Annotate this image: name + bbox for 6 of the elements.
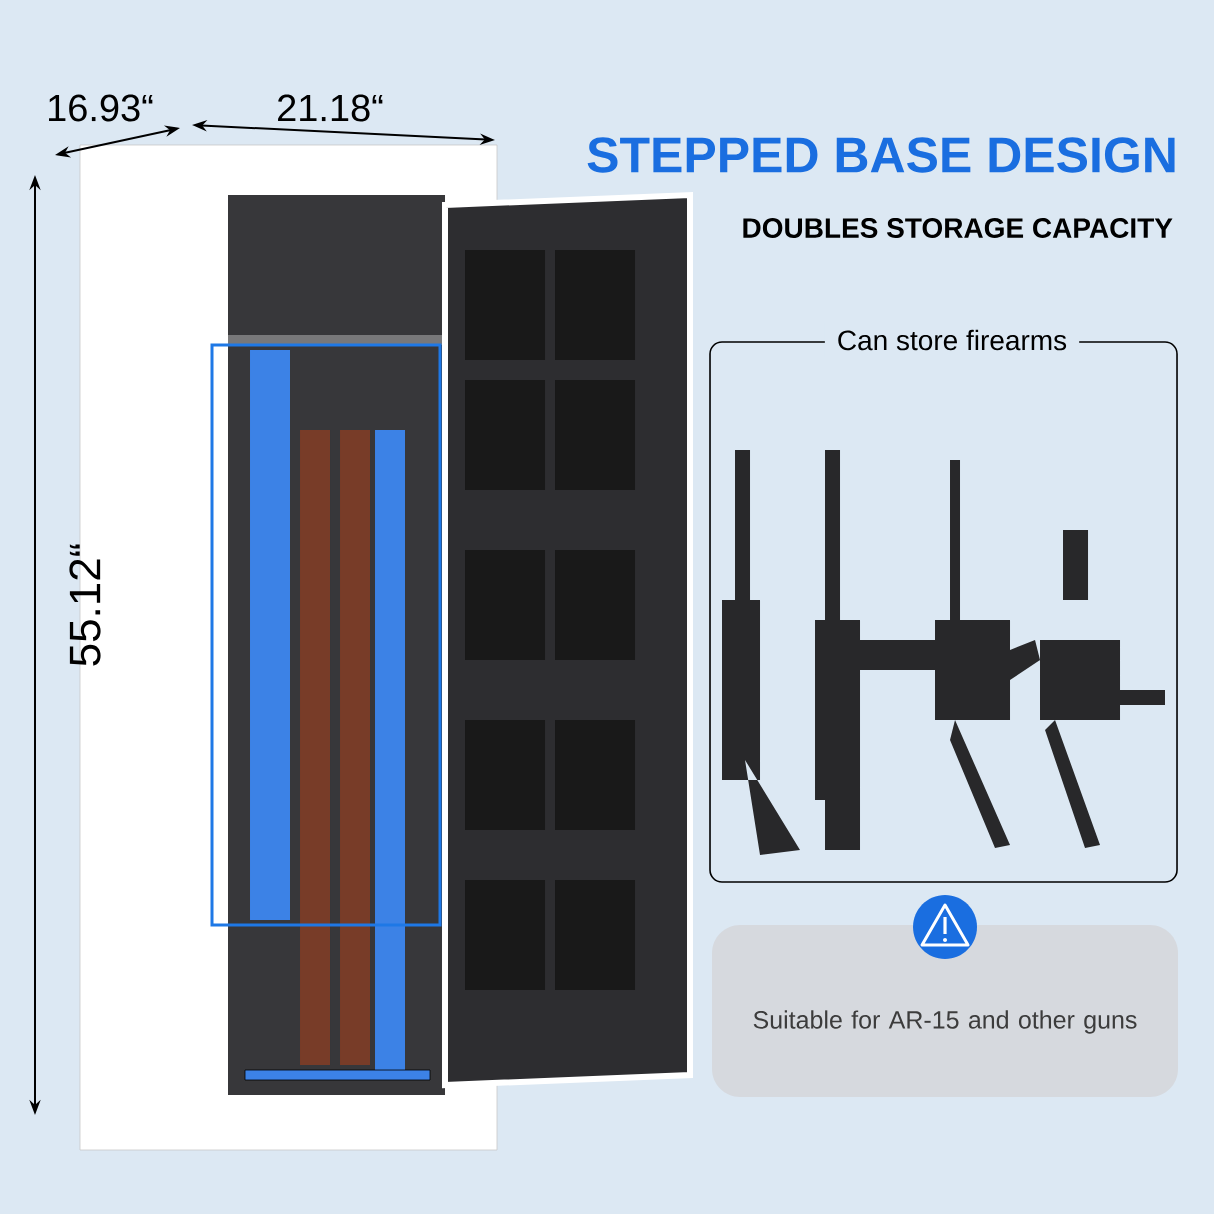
dimension-label: 21.18“ [278,94,383,122]
info-box: Suitable for AR-15 and other guns [712,925,1178,1097]
subtitle: DOUBLES STORAGE CAPACITY [743,218,1173,238]
title: STEPPED BASE DESIGN [587,137,1175,173]
dimension-label: 16.93“ [49,94,153,122]
dimension-label: 55.12“ [69,544,101,666]
